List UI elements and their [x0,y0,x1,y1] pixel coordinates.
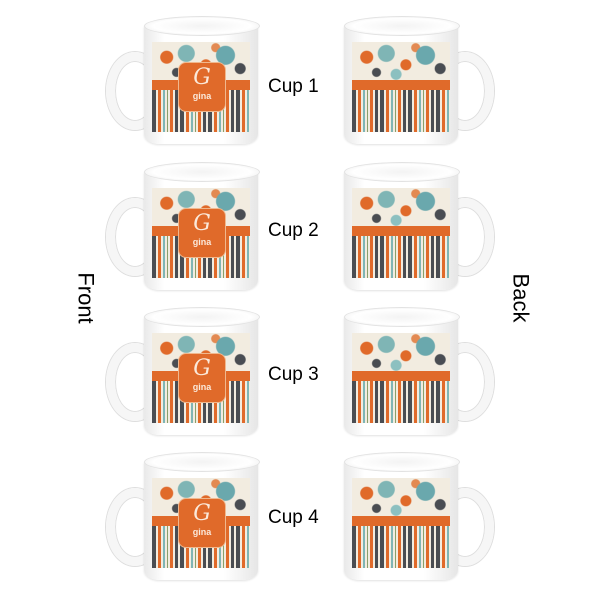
mug-rim [144,162,260,182]
cup-1-label: Cup 1 [268,76,319,97]
stripe-pattern [352,381,450,423]
mug-print: G gina [152,478,250,568]
mug-rim [344,307,460,327]
swirl-pattern [352,333,450,371]
stripe-pattern [352,236,450,278]
mug-print: G gina [152,188,250,278]
monogram-name: gina [192,527,212,537]
front-side-label: Front [73,272,99,324]
orange-band [352,516,450,526]
monogram-initial: G [193,211,211,236]
mug-print [352,478,450,568]
orange-band [352,371,450,381]
cup-2-front-mug: G gina [102,158,262,298]
mug-print: G gina [152,333,250,423]
stripe-pattern [352,526,450,568]
orange-band [352,226,450,236]
cup-1-back-mug [340,12,500,152]
mug-rim [344,162,460,182]
cup-3-front-mug: G gina [102,303,262,443]
mug-rim [144,307,260,327]
monogram-initial: G [193,356,211,381]
mug-rim [344,452,460,472]
cup-4-front-mug: G gina [102,448,262,588]
cup-2-back-mug [340,158,500,298]
mug-rim [144,16,260,36]
mug-print [352,42,450,132]
cup-3-label: Cup 3 [268,364,319,385]
cup-2-label: Cup 2 [268,220,319,241]
monogram-label: G gina [178,208,226,258]
mug-print [352,333,450,423]
swirl-pattern [352,42,450,80]
cup-4-label: Cup 4 [268,507,319,528]
monogram-initial: G [193,65,211,90]
swirl-pattern [352,478,450,516]
monogram-name: gina [192,237,212,247]
mug-rim [344,16,460,36]
monogram-label: G gina [178,353,226,403]
swirl-pattern [352,188,450,226]
back-side-label: Back [508,273,534,323]
monogram-name: gina [192,382,212,392]
mug-rim [144,452,260,472]
mug-print: G gina [152,42,250,132]
monogram-name: gina [192,91,212,101]
cup-1-front-mug: G gina [102,12,262,152]
orange-band [352,80,450,90]
mug-print [352,188,450,278]
cup-4-back-mug [340,448,500,588]
monogram-label: G gina [178,498,226,548]
monogram-initial: G [193,501,211,526]
stripe-pattern [352,90,450,132]
monogram-label: G gina [178,62,226,112]
cup-3-back-mug [340,303,500,443]
